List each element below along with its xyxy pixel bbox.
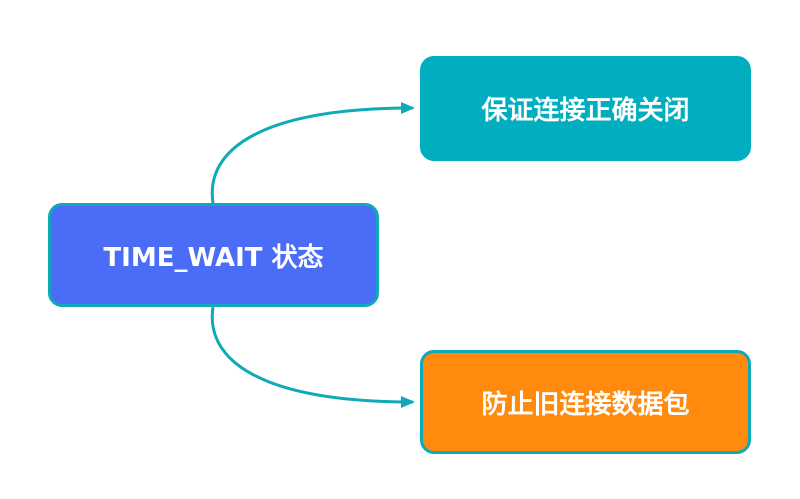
connector-to-top-branch [210, 102, 415, 204]
time-wait-state-node[interactable]: TIME_WAIT 状态 [48, 203, 379, 307]
connector-to-bottom-branch [210, 306, 415, 408]
prevent-old-packets-label: 防止旧连接数据包 [481, 389, 690, 420]
ensure-close-node[interactable]: 保证连接正确关闭 [420, 56, 751, 161]
time-wait-state-label: TIME_WAIT 状态 [103, 242, 324, 273]
prevent-old-packets-node[interactable]: 防止旧连接数据包 [420, 350, 751, 454]
ensure-close-label: 保证连接正确关闭 [481, 96, 690, 126]
